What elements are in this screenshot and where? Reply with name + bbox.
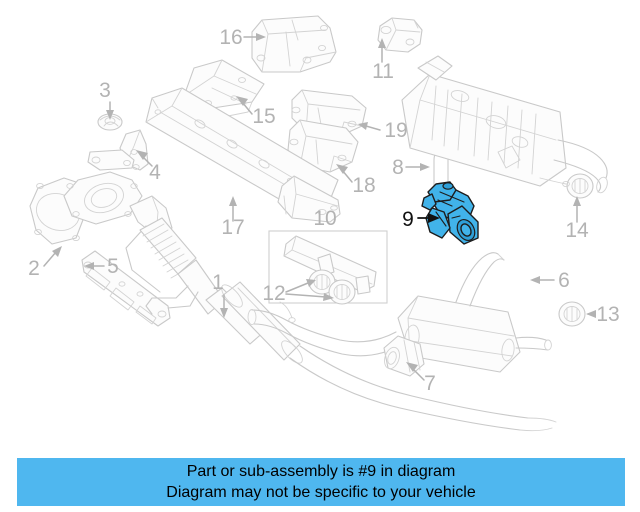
part-4-bracket-arm <box>87 129 149 171</box>
callout-11: 11 <box>372 60 394 83</box>
callout-16: 16 <box>219 26 242 49</box>
part-16-heat-shield <box>251 15 337 73</box>
callout-9: 9 <box>402 208 414 231</box>
part-14-grommet <box>566 173 594 199</box>
callout-15: 15 <box>252 105 275 128</box>
callout-10: 10 <box>313 207 336 230</box>
part-5-gasket-strip <box>81 250 171 327</box>
callout-5: 5 <box>107 255 119 278</box>
main-muffler-resonator <box>401 55 608 194</box>
part-15-heat-shield-panel <box>183 59 265 117</box>
part-13-grommet <box>558 301 586 327</box>
callout-19: 19 <box>384 119 407 142</box>
part-18-heat-shield <box>287 119 359 173</box>
callout-4: 4 <box>149 161 161 184</box>
callout-leaders <box>43 33 596 381</box>
callout-8: 8 <box>392 156 404 179</box>
callout-18: 18 <box>352 174 375 197</box>
part-10-rear-heat-shield <box>277 175 341 223</box>
callout-1: 1 <box>212 271 224 294</box>
callout-3: 3 <box>99 79 111 102</box>
callout-7: 7 <box>424 372 436 395</box>
callout-17: 17 <box>221 216 244 239</box>
callout-2: 2 <box>28 257 40 280</box>
notice-line-2: Diagram may not be specific to your vehi… <box>166 484 476 501</box>
part-6-rear-muffler <box>247 252 552 373</box>
part-9-highlighted-connector-pipe <box>421 181 479 245</box>
callout-12: 12 <box>262 282 285 305</box>
callout-13: 13 <box>596 303 619 326</box>
part-12-hanger-and-isolators-box <box>268 230 388 305</box>
callout-numbers: 1 2 3 4 5 6 7 8 9 10 11 12 13 14 15 16 1… <box>28 26 620 395</box>
part-11-hanger-bracket <box>377 17 423 53</box>
part-notice-banner: Part or sub-assembly is #9 in diagram Di… <box>17 458 625 506</box>
part-1-front-exhaust-pipe-assembly <box>63 171 557 432</box>
notice-line-1: Part or sub-assembly is #9 in diagram <box>186 463 456 480</box>
callout-6: 6 <box>558 269 570 292</box>
callout-14: 14 <box>565 219 589 242</box>
